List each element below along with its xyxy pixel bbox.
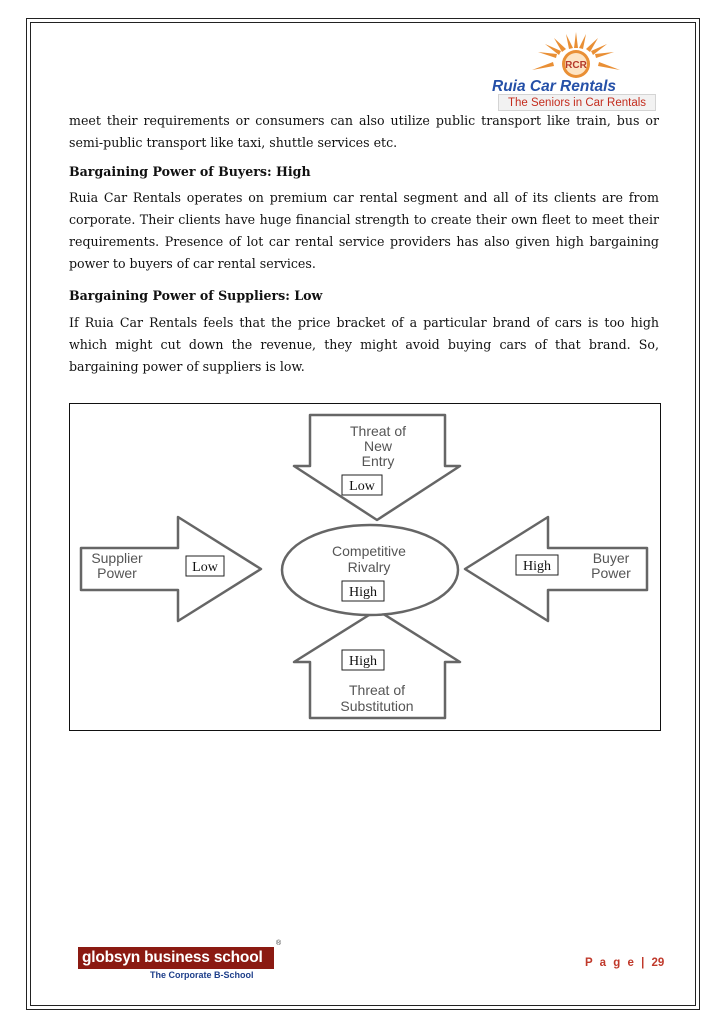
right-rating-box <box>515 554 559 576</box>
suppliers-paragraph: If Ruia Car Rentals feels that the price… <box>69 315 659 374</box>
right-rating: High <box>523 559 551 574</box>
suppliers-heading: Bargaining Power of Suppliers: Low <box>69 288 323 303</box>
right-label-line-1: Buyer <box>593 550 630 566</box>
intro-paragraph: meet their requirements or consumers can… <box>69 113 659 150</box>
center-rating-box <box>341 580 385 602</box>
page-label: P a g e <box>585 957 636 969</box>
bottom-rating-box <box>341 649 385 671</box>
bottom-label-line-1: Threat of <box>349 682 405 698</box>
threat-new-entry-arrow <box>292 413 462 522</box>
left-label-line-2: Power <box>97 565 137 581</box>
five-forces-diagram: Threat of New Entry Supplier Power Buyer… <box>69 403 661 731</box>
buyers-heading: Bargaining Power of Buyers: High <box>69 164 311 179</box>
left-label-line-1: Supplier <box>91 550 143 566</box>
left-rating: Low <box>192 560 219 575</box>
top-label-line-1: Threat of <box>350 423 406 439</box>
page-number: 29 <box>651 957 665 969</box>
bottom-rating: High <box>349 654 377 669</box>
page-number-label: P a g e | 29 <box>585 957 664 969</box>
emblem-text: RCR <box>565 60 587 71</box>
brand-name: Ruia Car Rentals <box>492 78 617 95</box>
buyers-paragraph: Ruia Car Rentals operates on premium car… <box>69 190 659 271</box>
right-label-line-2: Power <box>591 565 631 581</box>
school-tagline: The Corporate B-School <box>150 970 254 980</box>
page-border-outer <box>26 18 700 1010</box>
center-rating: High <box>349 585 377 600</box>
registered-mark: ® <box>276 940 282 947</box>
bottom-label-line-2: Substitution <box>340 698 413 714</box>
page-separator: | <box>641 957 647 969</box>
logo-bar <box>78 947 274 969</box>
top-label-line-2: New <box>364 438 393 454</box>
globsyn-logo: globsyn business school ® The Corporate … <box>78 940 290 986</box>
center-label-line-1: Competitive <box>332 543 406 559</box>
ruia-car-rentals-logo: RCR Ruia Car Rentals The Seniors in Car … <box>488 30 663 114</box>
center-label-line-2: Rivalry <box>348 559 391 575</box>
left-rating-box <box>185 555 225 577</box>
sunburst-emblem-icon: RCR <box>532 32 620 78</box>
school-name: globsyn business school <box>82 949 263 966</box>
competitive-rivalry-ellipse <box>280 523 460 617</box>
top-label-line-3: Entry <box>362 453 395 469</box>
brand-tagline: The Seniors in Car Rentals <box>498 94 656 111</box>
page-border-inner <box>30 22 696 1006</box>
top-rating-box <box>341 474 383 496</box>
top-rating: Low <box>349 479 376 494</box>
supplier-power-arrow <box>79 515 263 623</box>
